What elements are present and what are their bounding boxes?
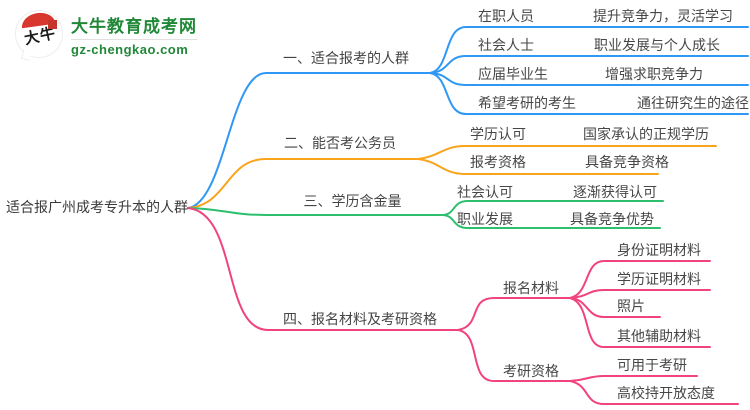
branch2-child2-detail: 具备竞争资格 [585,154,669,170]
logo-text: 大牛教育成考网 gz-chengkao.com [71,12,197,57]
branch2-child1-detail: 国家承认的正规学历 [583,126,709,142]
logo-seal-icon [48,20,57,29]
branch3-child1-detail: 逐渐获得认可 [573,184,657,200]
branch1-child4-detail: 通往研究生的途径 [637,95,749,111]
branch4-group1-item2: 学历证明材料 [617,271,701,287]
branch1-lines [187,26,749,209]
branch1-child3-label: 应届毕业生 [478,66,548,82]
branch1-child1-label: 在职人员 [478,8,534,24]
site-url: gz-chengkao.com [71,38,197,57]
branch4-group2-label: 考研资格 [503,363,559,379]
branch2-child2-label: 报考资格 [470,154,526,170]
branch2-node: 二、能否考公务员 [284,135,396,151]
branch4-node: 四、报名材料及考研资格 [283,311,437,327]
branch2-child1-label: 学历认可 [470,126,526,142]
branch3-lines [187,200,664,229]
site-logo: 大牛 大牛教育成考网 gz-chengkao.com [15,10,197,62]
branch3-child1-label: 社会认可 [457,184,513,200]
branch1-child1-detail: 提升竞争力，灵活学习 [593,8,733,24]
branch1-child3-detail: 增强求职竞争力 [605,66,703,82]
logo-icon: 大牛 [15,10,63,62]
root-node: 适合报广州成考专升本的人群 [6,199,188,215]
branch3-child2-detail: 具备竞争优势 [570,211,654,227]
branch4-lines [187,207,739,405]
branch4-group1-label: 报名材料 [503,280,559,296]
branch2-lines [187,145,717,209]
branch4-group1-item3: 照片 [617,298,645,314]
branch3-node: 三、学历含金量 [303,193,402,209]
branch1-child2-detail: 职业发展与个人成长 [594,37,720,53]
branch4-group1-item1: 身份证明材料 [617,242,701,258]
branch1-child4-label: 希望考研的考生 [478,95,576,111]
branch1-child2-label: 社会人士 [478,37,534,53]
branch4-group2-item1: 可用于考研 [617,357,687,373]
branch3-child2-label: 职业发展 [457,211,513,227]
branch4-group2-item2: 高校持开放态度 [617,385,715,401]
branch4-group1-item4: 其他辅助材料 [617,328,701,344]
site-name: 大牛教育成考网 [71,16,197,36]
branch1-node: 一、适合报考的人群 [283,50,409,66]
